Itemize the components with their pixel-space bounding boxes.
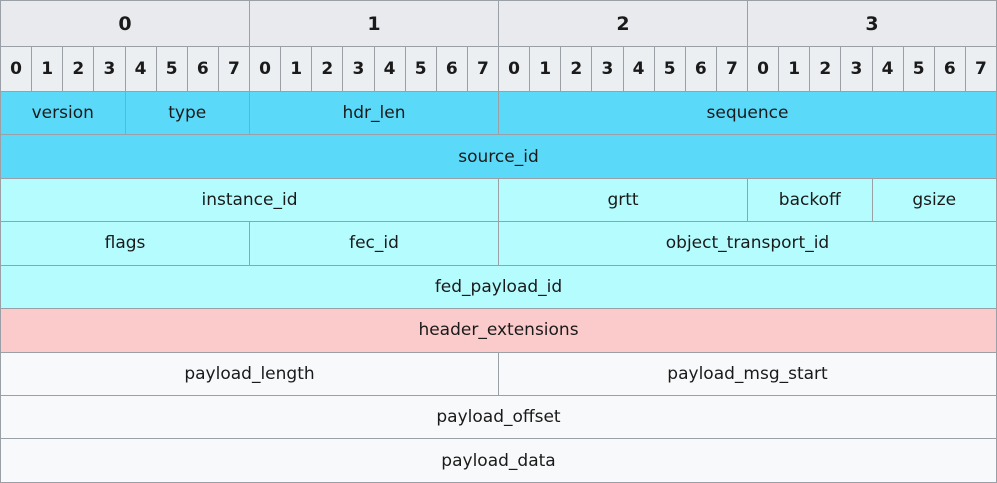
bit-ruler-cell-11: 3 xyxy=(342,46,375,92)
field-payload-data: payload_data xyxy=(0,438,997,483)
bit-ruler-cell-2: 2 xyxy=(62,46,95,92)
bit-ruler-cell-17: 1 xyxy=(529,46,562,92)
field-payload-length: payload_length xyxy=(0,351,499,396)
bit-ruler-cell-14: 6 xyxy=(435,46,468,92)
bit-ruler-cell-12: 4 xyxy=(373,46,406,92)
field-grtt: grtt xyxy=(498,177,748,223)
bit-ruler-cell-5: 5 xyxy=(155,46,188,92)
bit-ruler-cell-1: 1 xyxy=(31,46,64,92)
packet-field-row: payload_data xyxy=(0,438,997,483)
field-object-transport-id: object_transport_id xyxy=(498,221,997,266)
bit-ruler-cell-7: 7 xyxy=(217,46,251,92)
bit-ruler-cell-30: 6 xyxy=(933,46,966,92)
byte-ruler-cell-1: 1 xyxy=(249,0,499,48)
bit-ruler-cell-27: 3 xyxy=(840,46,873,92)
field-source-id: source_id xyxy=(0,134,997,179)
field-type: type xyxy=(124,90,250,136)
bit-ruler-cell-19: 3 xyxy=(591,46,624,92)
byte-ruler-cell-3: 3 xyxy=(747,0,997,48)
bit-ruler-cell-21: 5 xyxy=(653,46,686,92)
byte-ruler-cell-0: 0 xyxy=(0,0,250,48)
field-fed-payload-id: fed_payload_id xyxy=(0,264,997,310)
packet-field-row: header_extensions xyxy=(0,308,997,353)
bit-ruler-cell-29: 5 xyxy=(902,46,935,92)
bit-ruler-cell-20: 4 xyxy=(622,46,655,92)
bit-ruler-cell-6: 6 xyxy=(186,46,219,92)
field-fec-id: fec_id xyxy=(249,221,499,266)
bit-ruler-cell-0: 0 xyxy=(0,46,33,92)
field-payload-offset: payload_offset xyxy=(0,394,997,440)
field-gsize: gsize xyxy=(871,177,997,223)
bit-ruler-cell-13: 5 xyxy=(404,46,437,92)
packet-field-row: payload_offset xyxy=(0,394,997,440)
field-version: version xyxy=(0,90,126,136)
packet-field-row: fed_payload_id xyxy=(0,264,997,310)
field-header-extensions: header_extensions xyxy=(0,308,997,353)
field-backoff: backoff xyxy=(747,177,873,223)
field-payload-msg-start: payload_msg_start xyxy=(498,351,997,396)
bit-ruler-cell-8: 0 xyxy=(248,46,282,92)
field-flags: flags xyxy=(0,221,250,266)
bit-ruler-cell-25: 1 xyxy=(778,46,811,92)
bit-ruler-cell-10: 2 xyxy=(311,46,344,92)
bit-ruler-cell-16: 0 xyxy=(497,46,531,92)
bit-ruler-cell-18: 2 xyxy=(560,46,593,92)
bit-ruler-cell-4: 4 xyxy=(124,46,157,92)
bit-ruler-cell-24: 0 xyxy=(746,46,780,92)
packet-field-row: source_id xyxy=(0,134,997,179)
bit-ruler-cell-15: 7 xyxy=(466,46,500,92)
byte-ruler-cell-2: 2 xyxy=(498,0,748,48)
bit-ruler-cell-28: 4 xyxy=(871,46,904,92)
field-hdr-len: hdr_len xyxy=(249,90,499,136)
bit-ruler-cell-22: 6 xyxy=(684,46,717,92)
bit-ruler-cell-26: 2 xyxy=(809,46,842,92)
bit-ruler-cell-31: 7 xyxy=(964,46,997,92)
bit-ruler-cell-3: 3 xyxy=(93,46,126,92)
bit-ruler-cell-9: 1 xyxy=(280,46,313,92)
field-instance-id: instance_id xyxy=(0,177,499,223)
bit-ruler-cell-23: 7 xyxy=(715,46,749,92)
field-sequence: sequence xyxy=(498,90,997,136)
